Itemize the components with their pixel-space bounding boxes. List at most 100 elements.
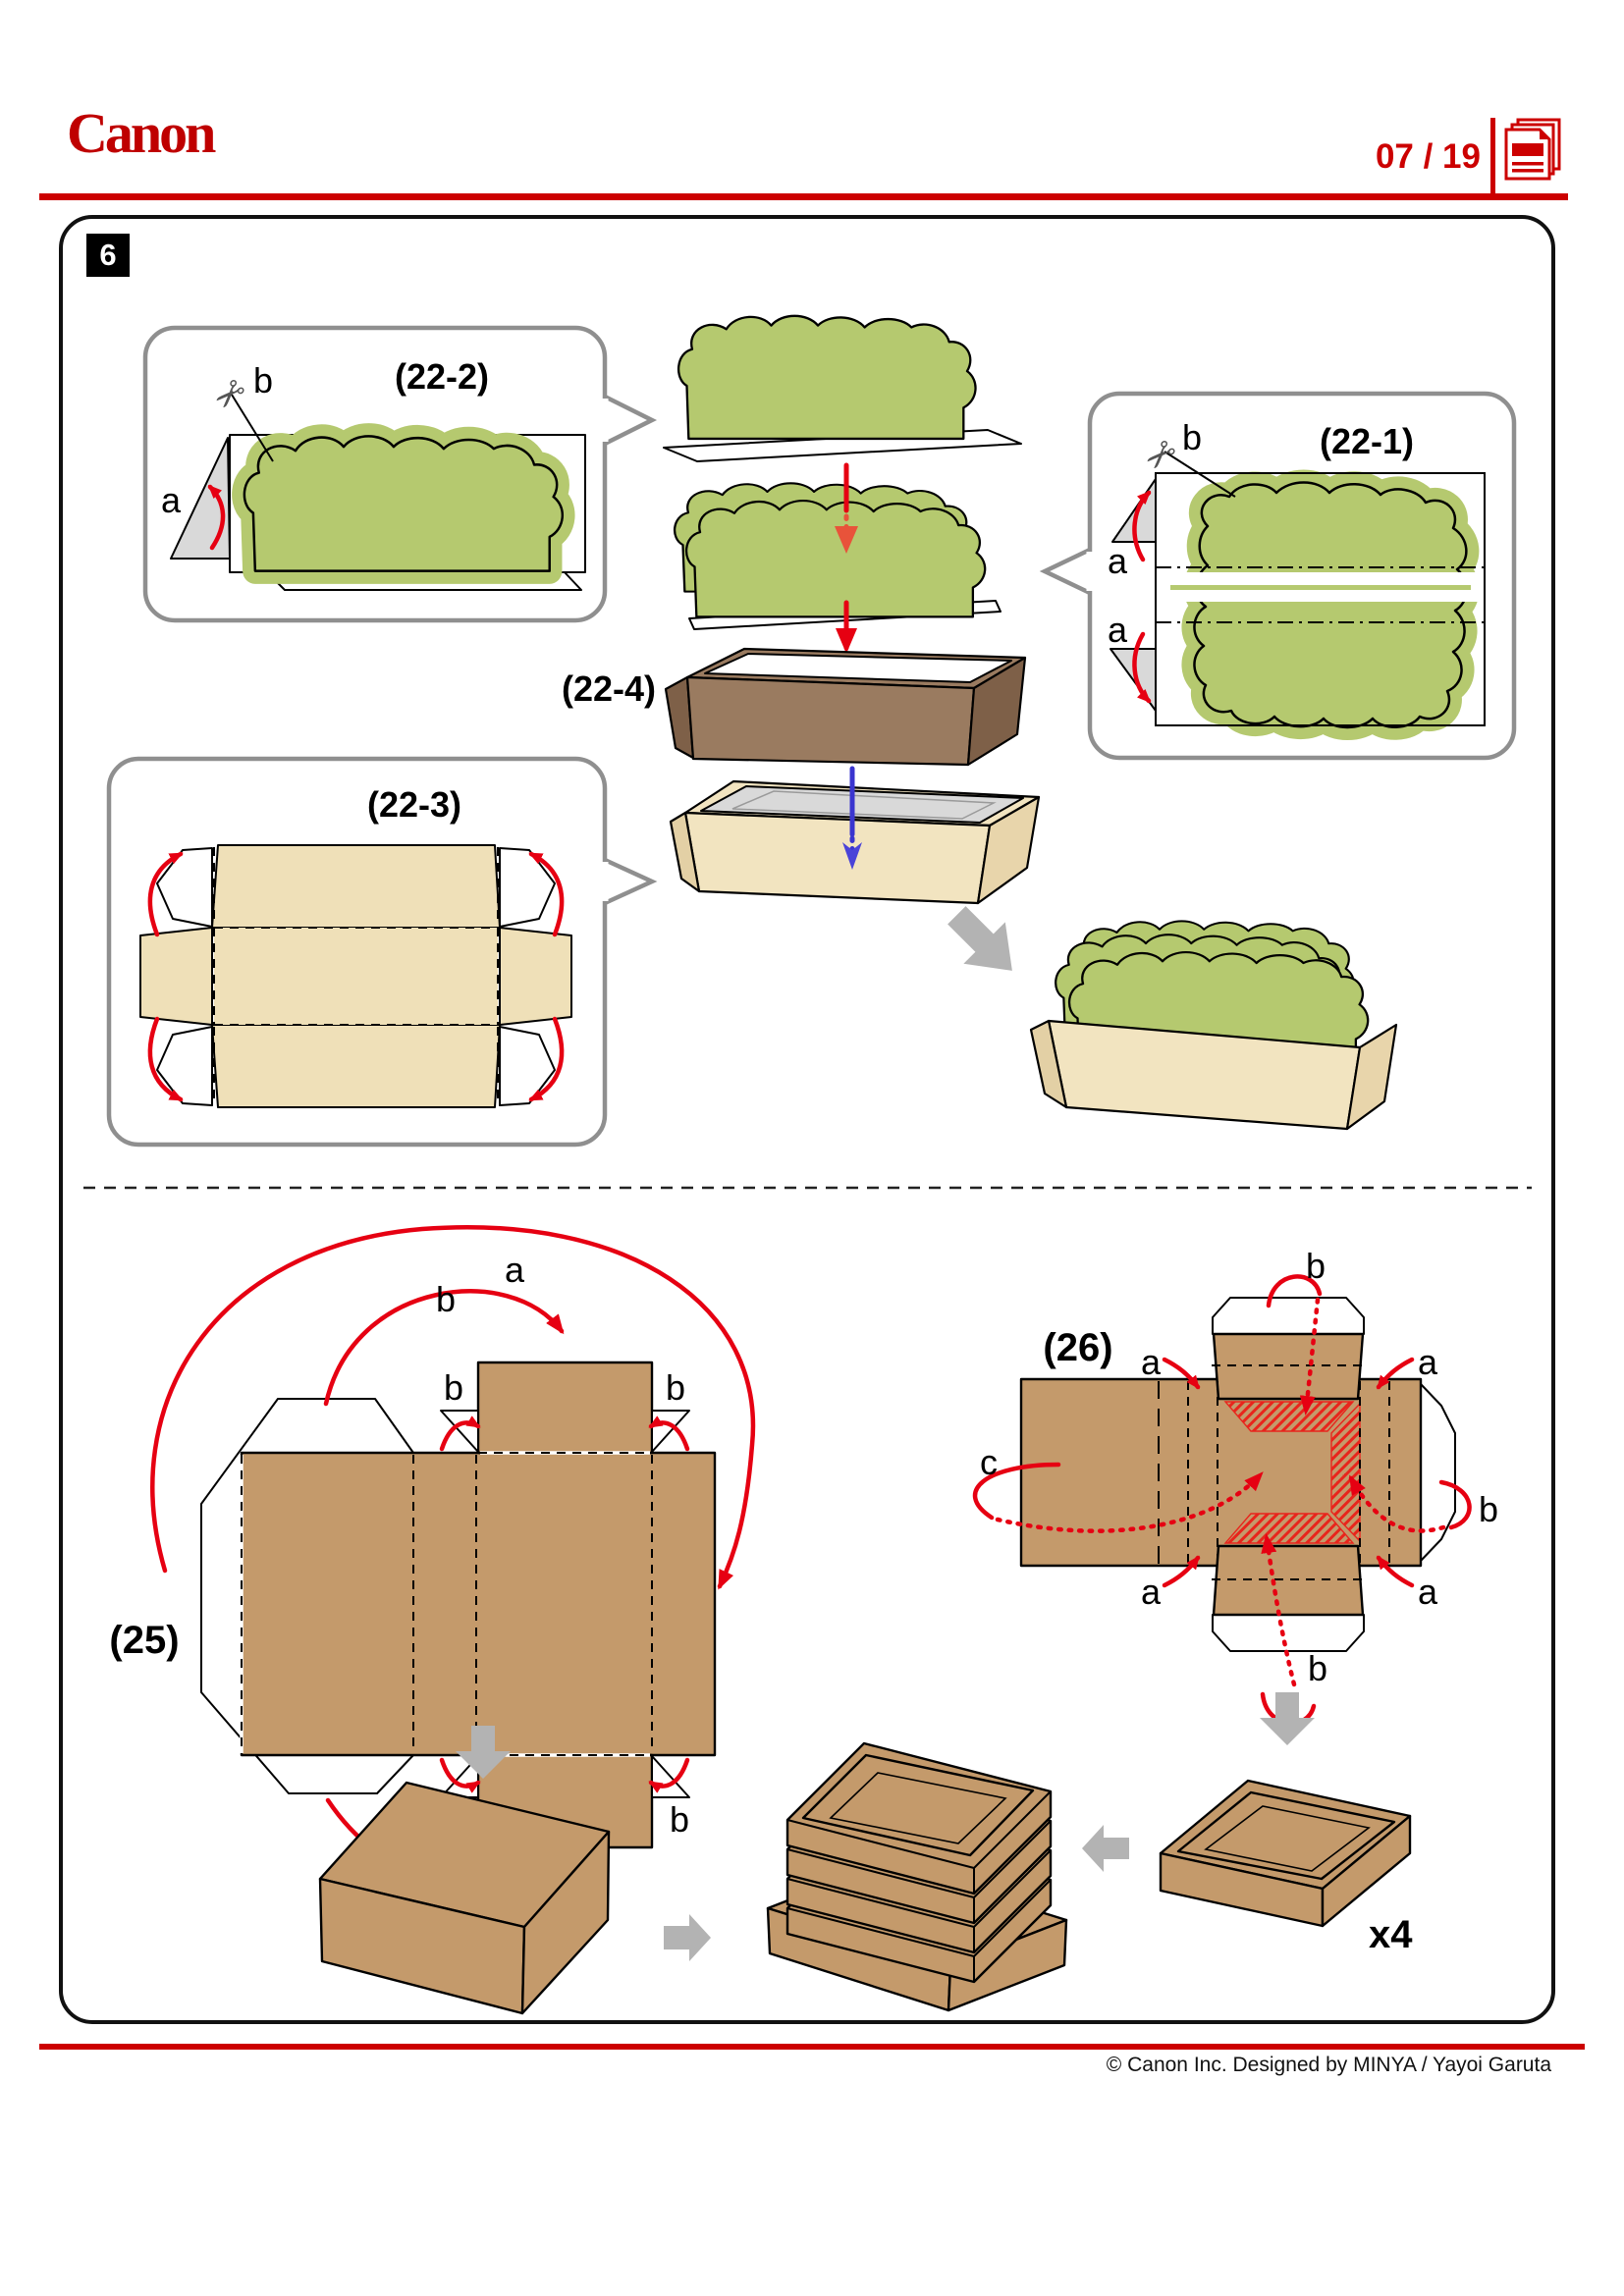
flip-arc-b	[1266, 1274, 1323, 1308]
tray-bottom	[214, 928, 498, 1025]
junction-notch	[651, 1410, 690, 1453]
flip-arc-c	[972, 1462, 1061, 1521]
corner-flap	[156, 1026, 213, 1106]
wall-flap	[1212, 1544, 1365, 1617]
callout-22-2: (22-2) ✂ b a	[142, 325, 658, 623]
fold-arrow	[147, 1016, 184, 1102]
fold-label-a: a	[1141, 1572, 1162, 1612]
part-title: (25)	[109, 1619, 179, 1662]
end-flap	[1212, 1297, 1365, 1335]
quantity-label: x4	[1369, 1913, 1413, 1956]
fold-arrow	[207, 484, 226, 551]
wall-flap	[211, 844, 501, 929]
fold-arrow	[1162, 1357, 1201, 1390]
cream-tray	[669, 779, 1041, 905]
callout-22-1: (22-1) a a ✂ b	[1039, 391, 1517, 761]
lettuce-print	[244, 436, 563, 570]
fold-label-a: a	[1108, 541, 1128, 581]
junction-notch	[651, 1755, 690, 1798]
cut-line	[231, 394, 274, 462]
end-flap	[1420, 1383, 1456, 1562]
fold-arrow	[1376, 1555, 1415, 1588]
tray-stack	[785, 1741, 1053, 1984]
stacked-pages-icon	[1504, 118, 1561, 181]
top-tab	[476, 1361, 654, 1455]
flip-arc-b	[1438, 1479, 1472, 1530]
flip-arc-b-dotted	[1299, 1297, 1321, 1415]
fold-label-a: a	[505, 1250, 525, 1290]
fold-arrow	[648, 1757, 690, 1793]
fold-arrow	[528, 1016, 565, 1102]
wall-flap	[211, 1024, 501, 1108]
flip-arc-b-dotted	[1261, 1533, 1297, 1687]
tray-unfold-template	[139, 844, 572, 1108]
fold-arrow	[1132, 631, 1152, 704]
fold-lines	[1158, 1333, 1390, 1616]
page-content-line	[1512, 162, 1543, 166]
fold-arrow	[1132, 490, 1152, 562]
left-arrow	[1082, 1825, 1129, 1872]
fold-label-a: a	[1418, 1342, 1438, 1382]
fold-label-b: b	[253, 360, 273, 400]
callout-tail	[1039, 547, 1091, 596]
lettuce-piece-top	[663, 314, 1022, 462]
main-panel	[240, 1451, 717, 1757]
end-flap	[1212, 1614, 1365, 1652]
fold-label-a: a	[1108, 610, 1128, 650]
fold-label-b: b	[1479, 1489, 1498, 1529]
stacked-trays-on-box	[766, 1741, 1068, 2012]
part-title: (22-4)	[562, 668, 656, 709]
callout-tail	[603, 394, 658, 447]
footer-rule	[39, 2044, 1585, 2050]
main-band	[1019, 1377, 1423, 1568]
step-number-badge: 6	[86, 234, 130, 277]
fold-arrow	[439, 1415, 481, 1452]
cut-line	[1164, 451, 1236, 498]
wrap-arrow-a	[150, 1225, 756, 1590]
page-indicator: 07 / 19	[1375, 137, 1481, 176]
diagram-25: a b b b b b b (25)	[109, 1225, 756, 2015]
side-flap	[139, 927, 213, 1026]
header-separator	[1490, 118, 1495, 198]
part-title: (22-1)	[1320, 421, 1414, 461]
callout-22-3: (22-3)	[106, 756, 658, 1148]
wrap-arrow-b	[323, 1289, 565, 1407]
down-arrow	[456, 1726, 511, 1779]
fold-arrow	[147, 851, 184, 937]
next-step-arrow	[947, 906, 1012, 971]
fold-label-b: b	[1306, 1246, 1326, 1286]
fold-arrow	[439, 1757, 481, 1793]
part-title: (22-2)	[395, 356, 489, 397]
callout-tail	[604, 857, 658, 906]
part-title: (26)	[1043, 1326, 1112, 1369]
flip-arc-b-dotted	[1348, 1474, 1446, 1533]
fold-label-a: a	[1418, 1572, 1438, 1612]
right-arrow	[664, 1914, 711, 1961]
diagram-26: (26) a a a a	[972, 1246, 1498, 1745]
lettuce-piece-middle	[673, 482, 1001, 630]
center-green-strip	[1170, 585, 1471, 590]
canon-logo: Canon	[67, 101, 216, 165]
fold-label-b: b	[666, 1367, 685, 1408]
content-frame	[59, 215, 1555, 2024]
assembly-stack: (22-4)	[562, 314, 1041, 905]
fold-label-a: a	[1141, 1342, 1162, 1382]
single-tray-result	[1159, 1779, 1412, 1928]
fold-arrow	[1162, 1555, 1201, 1588]
part-title: (22-3)	[367, 784, 461, 825]
fold-arrow	[648, 1415, 690, 1452]
junction-notch	[440, 1410, 479, 1453]
page-content-bar	[1512, 143, 1543, 156]
down-arrow	[1260, 1692, 1315, 1745]
brown-box-22-4	[664, 647, 1027, 767]
fold-label-b: b	[670, 1799, 689, 1840]
header-rule	[39, 193, 1568, 200]
fold-label-b: b	[1182, 417, 1202, 457]
glue-hatch	[1223, 1513, 1355, 1544]
fold-label-b: b	[1308, 1648, 1327, 1688]
closed-box-result	[318, 1781, 611, 2015]
fold-label-b: b	[444, 1367, 463, 1408]
fold-lines	[241, 1452, 653, 1756]
fold-label-a: a	[161, 480, 182, 520]
